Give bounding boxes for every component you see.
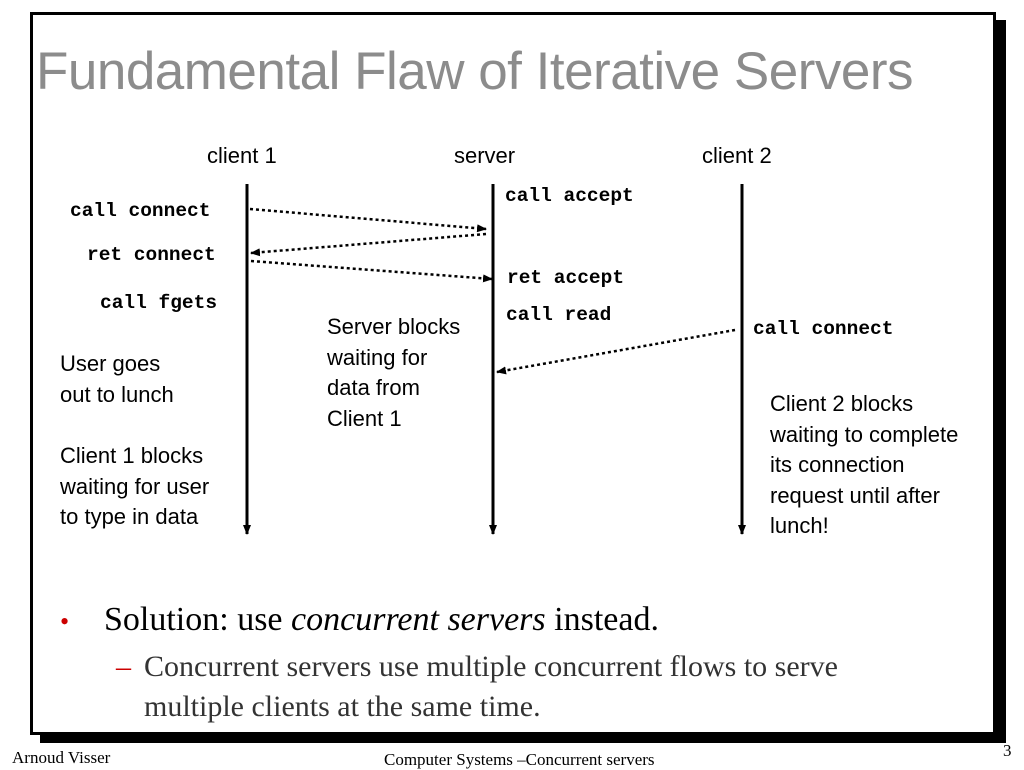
- bullet-emphasis: concurrent servers: [291, 601, 546, 638]
- page-number: 3: [1003, 741, 1012, 760]
- client1-blocks-note: Client 1 blocks waiting for user to type…: [60, 443, 210, 529]
- footer-course: Computer Systems –Concurrent servers: [384, 750, 655, 769]
- slide-frame: [30, 12, 996, 735]
- client2-connect-arrow: [496, 328, 736, 375]
- server-label: server: [454, 143, 516, 168]
- server-call-read: call read: [506, 304, 612, 326]
- client1-call-connect: call connect: [70, 200, 211, 222]
- server-call-accept: call accept: [505, 185, 634, 207]
- client2-label: client 2: [702, 143, 772, 168]
- server-blocks-note: Server blocks waiting for data from Clie…: [327, 314, 461, 431]
- bullet-suffix: instead.: [545, 601, 659, 638]
- bullet-marker: •: [60, 607, 70, 636]
- client1-call-fgets: call fgets: [100, 292, 218, 314]
- client1-label: client 1: [207, 143, 277, 168]
- user-lunch-note: User goes out to lunch: [60, 351, 174, 407]
- client2-call-connect: call connect: [753, 318, 894, 340]
- sub-bullet-text: Concurrent servers use multiple concurre…: [144, 650, 838, 723]
- sub-bullet-marker: –: [116, 650, 131, 683]
- connect-request-arrow: [249, 207, 487, 233]
- footer-author: Arnoud Visser: [12, 748, 111, 767]
- bullet-prefix: Solution: use: [104, 601, 292, 638]
- connect-ack-arrow: [250, 232, 487, 257]
- client2-blocks-note: Client 2 blocks waiting to complete its …: [770, 391, 959, 538]
- client1-ret-connect: ret connect: [87, 244, 216, 266]
- server-ret-accept: ret accept: [507, 267, 625, 289]
- main-bullet-text: Solution: use concurrent servers instead…: [104, 598, 659, 642]
- accept-return-arrow: [250, 259, 493, 283]
- slide-title: Fundamental Flaw of Iterative Servers: [36, 42, 914, 101]
